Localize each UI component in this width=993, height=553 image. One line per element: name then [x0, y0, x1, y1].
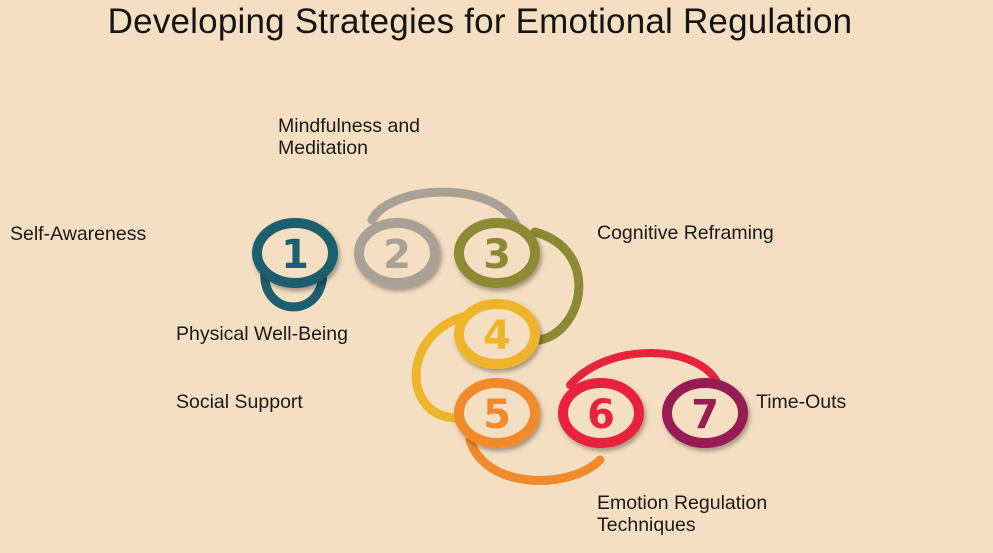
label-social-support: Social Support: [176, 391, 303, 413]
step-number-3: 3: [483, 232, 511, 278]
label-mindfulness: Mindfulness and Meditation: [278, 115, 468, 159]
step-number-6: 6: [587, 392, 615, 438]
swirl-tail-6: [566, 349, 722, 389]
step-ring-1: [252, 218, 338, 288]
step-6: 6: [558, 378, 644, 448]
label-emotion-regulation: Emotion Regulation Techniques: [597, 492, 827, 536]
step-5: 5: [454, 378, 540, 448]
step-ring-2: [354, 218, 440, 288]
swirl-tail-4: [411, 310, 475, 423]
swirl-tail-2: [367, 187, 520, 227]
step-ring-7: [662, 378, 748, 448]
label-mindfulness-line-2: Meditation: [278, 137, 368, 159]
step-3: 3: [454, 218, 540, 288]
label-self-awareness: Self-Awareness: [10, 223, 147, 245]
step-ring-6: [558, 378, 644, 448]
step-2: 2: [354, 218, 440, 288]
swirl-tail-5: [465, 435, 605, 485]
label-cognitive-reframing: Cognitive Reframing: [597, 222, 774, 244]
step-ring-4: [454, 299, 540, 369]
step-7: 7: [662, 378, 748, 448]
step-1: 1: [252, 218, 338, 288]
label-emotion-regulation-line-2: Techniques: [597, 514, 696, 536]
step-number-1: 1: [281, 232, 309, 278]
swirl-tail-1: [260, 260, 328, 312]
label-time-outs: Time-Outs: [756, 391, 847, 413]
step-number-5: 5: [483, 392, 511, 438]
step-number-4: 4: [483, 313, 511, 359]
step-ring-3: [454, 218, 540, 288]
step-ring-5: [454, 378, 540, 448]
label-physical-well-being: Physical Well-Being: [176, 323, 348, 345]
step-number-7: 7: [691, 392, 719, 438]
page-title: Developing Strategies for Emotional Regu…: [107, 2, 853, 41]
step-4: 4: [454, 299, 540, 369]
swirl-tail-3: [530, 227, 584, 345]
step-number-2: 2: [383, 232, 411, 278]
label-emotion-regulation-line-1: Emotion Regulation: [597, 492, 768, 514]
label-mindfulness-line-1: Mindfulness and: [278, 115, 421, 137]
